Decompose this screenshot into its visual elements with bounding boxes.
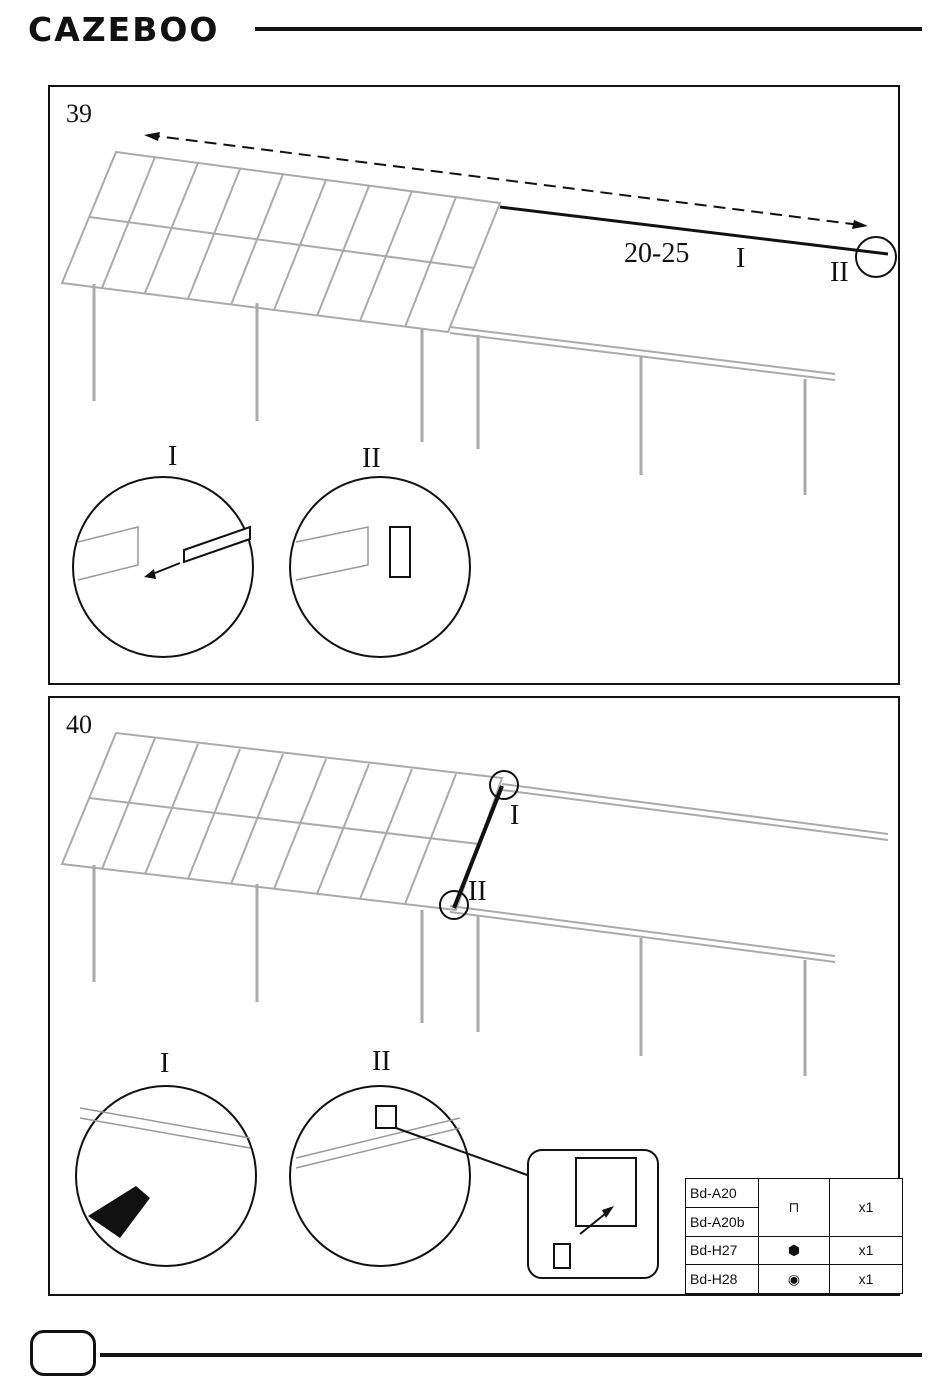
detail-circle-II — [290, 477, 470, 657]
arrow-head-left — [144, 132, 160, 141]
measure-label: 20-25 — [624, 238, 689, 269]
beam-part-I — [500, 207, 888, 254]
bolt-icon: ⬢ — [759, 1236, 830, 1265]
callout-label-I: I — [510, 800, 519, 831]
part-qty: x1 — [830, 1179, 903, 1237]
part-code-alt: Bd-A20b — [686, 1207, 759, 1236]
part-code: Bd-A20 — [686, 1179, 759, 1208]
brand-logo: CAZEBOO — [28, 10, 220, 49]
roof-panels — [62, 733, 502, 910]
bracket-icon: ⊓ — [759, 1179, 830, 1237]
nut-icon: ◉ — [759, 1265, 830, 1294]
callout-label-II: II — [830, 257, 849, 288]
parts-row: Bd-A20 ⊓ x1 — [686, 1179, 903, 1208]
brand-logo-text: CAZEBOO — [28, 10, 220, 49]
parts-table: Bd-A20 ⊓ x1 Bd-A20b Bd-H27 ⬢ x1 Bd-H28 ◉… — [685, 1178, 903, 1294]
posts — [94, 865, 805, 1076]
detail-label-I: I — [168, 441, 177, 472]
step-39-panel: 39 — [48, 85, 900, 685]
dashed-arrow — [148, 135, 860, 225]
callout-circle-II — [856, 237, 896, 277]
tube-section-II — [376, 1106, 396, 1128]
part-qty: x1 — [830, 1265, 903, 1294]
page-number-box — [30, 1330, 96, 1376]
detail-circle-I — [76, 1086, 256, 1266]
part-code: Bd-H28 — [686, 1265, 759, 1294]
detail-label-I: I — [160, 1048, 169, 1079]
header-rule — [255, 27, 922, 31]
detail-label-II: II — [362, 443, 381, 474]
step-39-illustration: 20-25 I II I II — [50, 87, 902, 687]
part-code: Bd-H27 — [686, 1236, 759, 1265]
roof-panels — [62, 152, 500, 332]
callout-label-I: I — [736, 243, 745, 274]
posts — [94, 284, 805, 495]
callout-label-II: II — [468, 876, 487, 907]
detail-label-II: II — [372, 1046, 391, 1077]
part-qty: x1 — [830, 1236, 903, 1265]
detail-circle-I — [73, 477, 253, 657]
footer-rule — [100, 1353, 922, 1357]
parts-row: Bd-H28 ◉ x1 — [686, 1265, 903, 1294]
arrow-head-right — [852, 220, 868, 229]
parts-row: Bd-H27 ⬢ x1 — [686, 1236, 903, 1265]
